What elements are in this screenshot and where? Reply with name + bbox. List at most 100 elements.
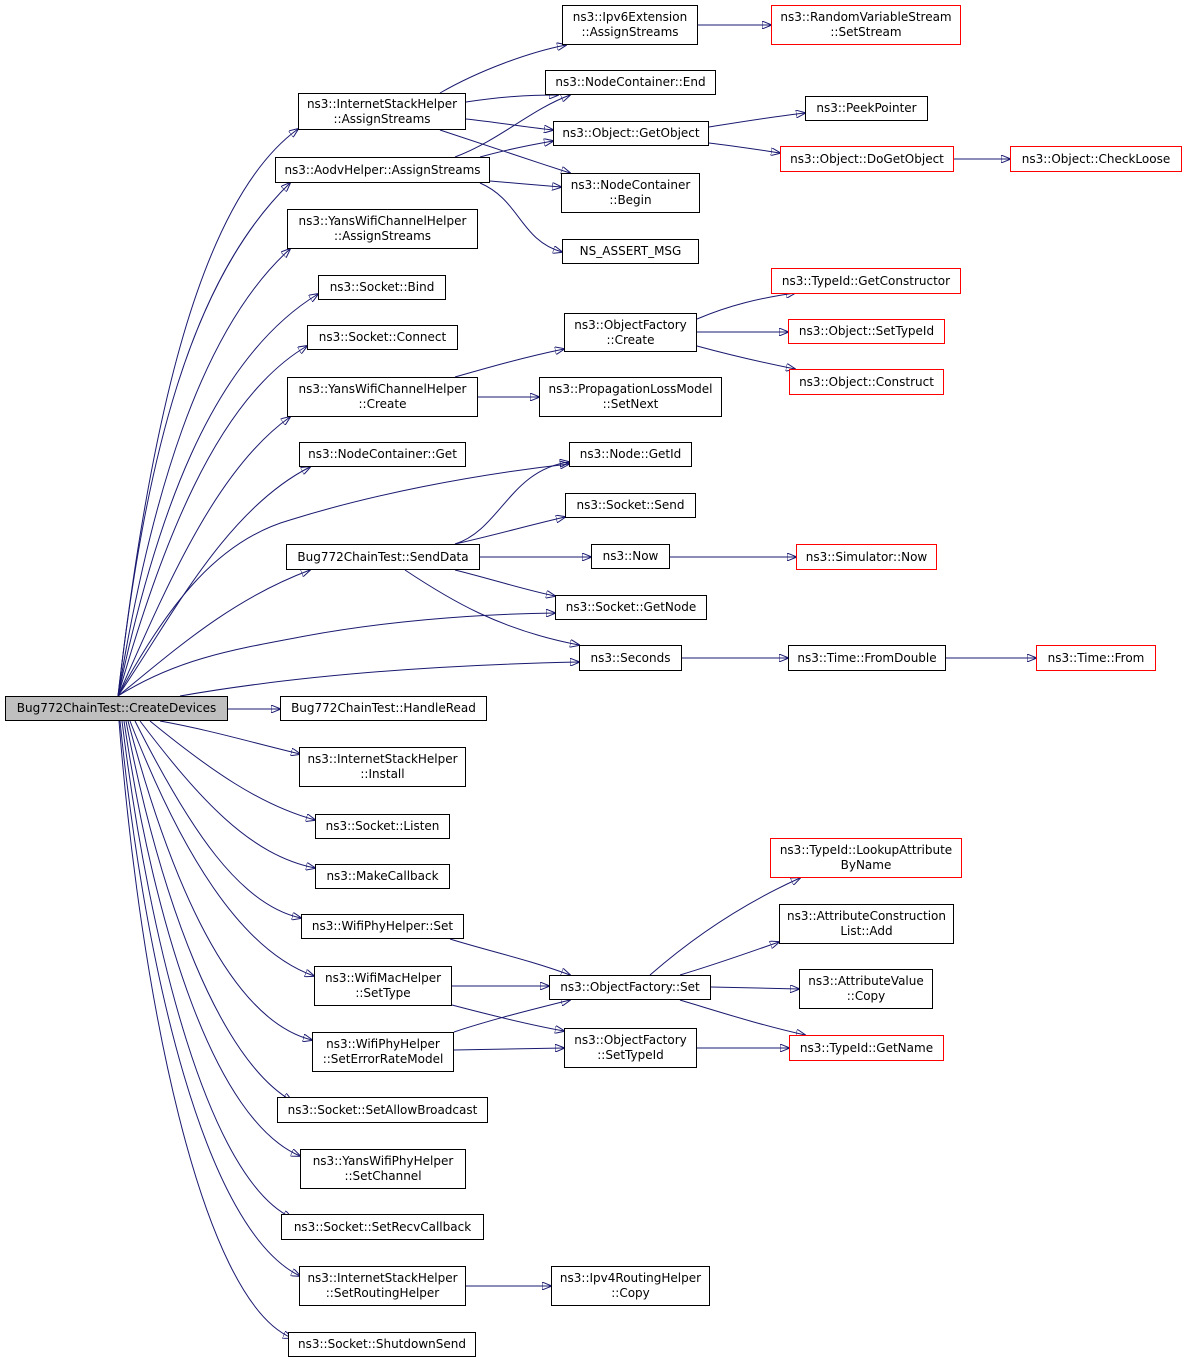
node-of-create[interactable]: ns3::ObjectFactory ::Create	[564, 313, 697, 352]
node-attributevalue-copy-line-1: ns3::AttributeValue	[808, 974, 924, 988]
node-object-settypeid[interactable]: ns3::Object::SetTypeId	[788, 319, 945, 344]
node-socket-setallowbroadcast-label: ns3::Socket::SetAllowBroadcast	[287, 1102, 478, 1117]
node-ish-install-line-1: ns3::InternetStackHelper	[307, 752, 458, 766]
node-object-construct[interactable]: ns3::Object::Construct	[789, 369, 944, 395]
node-typeid-getconstructor[interactable]: ns3::TypeId::GetConstructor	[771, 268, 961, 294]
node-socket-bind-label: ns3::Socket::Bind	[329, 280, 435, 294]
edge-root-ywph-setch	[123, 720, 300, 1156]
node-ipv6extension[interactable]: ns3::Ipv6Extension ::AssignStreams	[562, 5, 698, 45]
node-ish-install[interactable]: ns3::InternetStackHelper ::Install	[299, 747, 466, 787]
edge-of-set-getname	[679, 999, 805, 1035]
node-ywph-setchannel[interactable]: ns3::YansWifiPhyHelper ::SetChannel	[300, 1149, 466, 1189]
node-time-from-label: ns3::Time::From	[1047, 650, 1145, 665]
edge-root-sock-listen	[149, 720, 315, 820]
node-peekpointer[interactable]: ns3::PeekPointer	[805, 96, 928, 121]
node-socket-getnode-label: ns3::Socket::GetNode	[565, 600, 697, 614]
node-ish-assign[interactable]: ns3::InternetStackHelper ::AssignStreams	[298, 93, 466, 130]
node-typeid-lookupattributebyname[interactable]: ns3::TypeId::LookupAttribute ByName	[770, 838, 962, 878]
node-wph-seterrorratemodel[interactable]: ns3::WifiPhyHelper ::SetErrorRateModel	[312, 1032, 454, 1072]
node-typeid-getname[interactable]: ns3::TypeId::GetName	[789, 1035, 944, 1061]
edge-seterm-of-set	[453, 1000, 570, 1033]
node-attributevalue-copy[interactable]: ns3::AttributeValue ::Copy	[799, 969, 933, 1009]
node-of-settypeid[interactable]: ns3::ObjectFactory ::SetTypeId	[564, 1028, 697, 1068]
node-senddata-label: Bug772ChainTest::SendData	[297, 549, 469, 564]
edge-root-aodv-assign	[117, 183, 290, 697]
node-nc-get[interactable]: ns3::NodeContainer::Get	[299, 442, 466, 467]
node-ish-assign-line-2: ::AssignStreams	[333, 111, 431, 126]
node-aodv-assign[interactable]: ns3::AodvHelper::AssignStreams	[275, 157, 490, 183]
node-object-settypeid-label: ns3::Object::SetTypeId	[798, 324, 935, 338]
node-ipv4routinghelper-copy[interactable]: ns3::Ipv4RoutingHelper ::Copy	[551, 1266, 710, 1306]
node-ywch-assign[interactable]: ns3::YansWifiChannelHelper ::AssignStrea…	[287, 209, 478, 249]
node-socket-setallowbroadcast[interactable]: ns3::Socket::SetAllowBroadcast	[277, 1097, 488, 1123]
edge-root-nc-get	[117, 467, 310, 697]
node-seconds[interactable]: ns3::Seconds	[579, 645, 682, 671]
node-now[interactable]: ns3::Now	[591, 544, 670, 569]
node-socket-getnode[interactable]: ns3::Socket::GetNode	[555, 595, 707, 620]
edge-senddata-sock-getnode	[454, 569, 555, 596]
edge-aodv-begin	[489, 180, 561, 187]
node-ish-setroutinghelper[interactable]: ns3::InternetStackHelper ::SetRoutingHel…	[299, 1266, 466, 1306]
node-ipv4routinghelper-copy-line-2: ::Copy	[611, 1286, 650, 1300]
edge-of-set-lookup	[649, 878, 800, 976]
edge-root-ish-install	[159, 720, 300, 754]
node-socket-connect[interactable]: ns3::Socket::Connect	[307, 325, 458, 350]
node-socket-bind[interactable]: ns3::Socket::Bind	[318, 275, 446, 300]
node-object-checkloose-label: ns3::Object::CheckLoose	[1021, 151, 1171, 166]
edge-root-ish-assign	[117, 129, 298, 697]
node-nc-end[interactable]: ns3::NodeContainer::End	[545, 70, 716, 95]
node-ipv6extension-line-2: ::AssignStreams	[581, 25, 679, 39]
node-peekpointer-label: ns3::PeekPointer	[816, 101, 917, 115]
node-node-getid[interactable]: ns3::Node::GetId	[569, 442, 692, 467]
node-of-set[interactable]: ns3::ObjectFactory::Set	[549, 975, 711, 1000]
node-of-create-line-1: ns3::ObjectFactory	[574, 317, 687, 332]
node-socket-setrecvcallback[interactable]: ns3::Socket::SetRecvCallback	[281, 1214, 484, 1240]
node-ywch-assign-line-1: ns3::YansWifiChannelHelper	[298, 214, 467, 228]
edge-ywch-create-of-create	[454, 349, 564, 378]
node-object-dogetobject[interactable]: ns3::Object::DoGetObject	[780, 146, 954, 172]
node-nc-begin[interactable]: ns3::NodeContainer ::Begin	[561, 173, 700, 213]
node-object-dogetobject-label: ns3::Object::DoGetObject	[790, 151, 944, 166]
node-root[interactable]: Bug772ChainTest::CreateDevices	[5, 696, 228, 721]
node-makecallback-label: ns3::MakeCallback	[326, 869, 439, 883]
node-attributeconstructionlist-add[interactable]: ns3::AttributeConstruction List::Add	[779, 904, 954, 944]
node-attributeconstructionlist-add-line-2: List::Add	[840, 924, 893, 938]
node-socket-shutdownsend[interactable]: ns3::Socket::ShutdownSend	[288, 1332, 476, 1357]
node-object-getobject[interactable]: ns3::Object::GetObject	[553, 121, 709, 146]
node-wmh-settype[interactable]: ns3::WifiMacHelper ::SetType	[314, 966, 452, 1006]
node-plm-setnext-line-2: ::SetNext	[602, 397, 659, 411]
edge-getobj-dogetobj	[708, 142, 780, 153]
edge-root-wph-seterm	[127, 720, 312, 1040]
node-nc-end-label: ns3::NodeContainer::End	[555, 75, 706, 89]
node-socket-send[interactable]: ns3::Socket::Send	[565, 493, 696, 518]
edge-ish-ipv6ext	[439, 45, 566, 94]
edge-root-node-getid	[117, 464, 569, 697]
node-wmh-settype-line-1: ns3::WifiMacHelper	[324, 971, 442, 985]
edge-root-sock-bind	[117, 294, 318, 697]
node-time-fromdouble[interactable]: ns3::Time::FromDouble	[788, 645, 946, 671]
node-node-getid-label: ns3::Node::GetId	[579, 447, 682, 461]
node-object-checkloose[interactable]: ns3::Object::CheckLoose	[1010, 146, 1182, 172]
node-socket-listen[interactable]: ns3::Socket::Listen	[315, 814, 450, 839]
node-typeid-lookupattributebyname-line-2: ByName	[840, 858, 892, 872]
node-ns-assert-msg-label: NS_ASSERT_MSG	[579, 244, 682, 258]
node-ywch-create[interactable]: ns3::YansWifiChannelHelper ::Create	[287, 377, 478, 417]
node-socket-send-label: ns3::Socket::Send	[576, 498, 685, 512]
node-wmh-settype-line-2: ::SetType	[355, 986, 411, 1000]
node-plm-setnext[interactable]: ns3::PropagationLossModel ::SetNext	[539, 377, 722, 417]
node-wph-set[interactable]: ns3::WifiPhyHelper::Set	[301, 914, 464, 939]
node-handleread[interactable]: Bug772ChainTest::HandleRead	[280, 696, 487, 721]
node-time-from[interactable]: ns3::Time::From	[1036, 645, 1156, 671]
node-of-settypeid-line-1: ns3::ObjectFactory	[574, 1033, 687, 1047]
node-simulator-now-label: ns3::Simulator::Now	[805, 549, 928, 564]
node-makecallback[interactable]: ns3::MakeCallback	[315, 864, 450, 889]
edge-root-sock-recvcb	[121, 720, 292, 1218]
node-plm-setnext-line-1: ns3::PropagationLossModel	[548, 382, 713, 396]
node-ns-assert-msg[interactable]: NS_ASSERT_MSG	[562, 239, 699, 264]
node-simulator-now[interactable]: ns3::Simulator::Now	[796, 544, 937, 570]
edge-senddata-node-getid	[454, 462, 569, 545]
node-senddata[interactable]: Bug772ChainTest::SendData	[286, 544, 480, 570]
node-rvs-setstream[interactable]: ns3::RandomVariableStream ::SetStream	[771, 5, 961, 45]
